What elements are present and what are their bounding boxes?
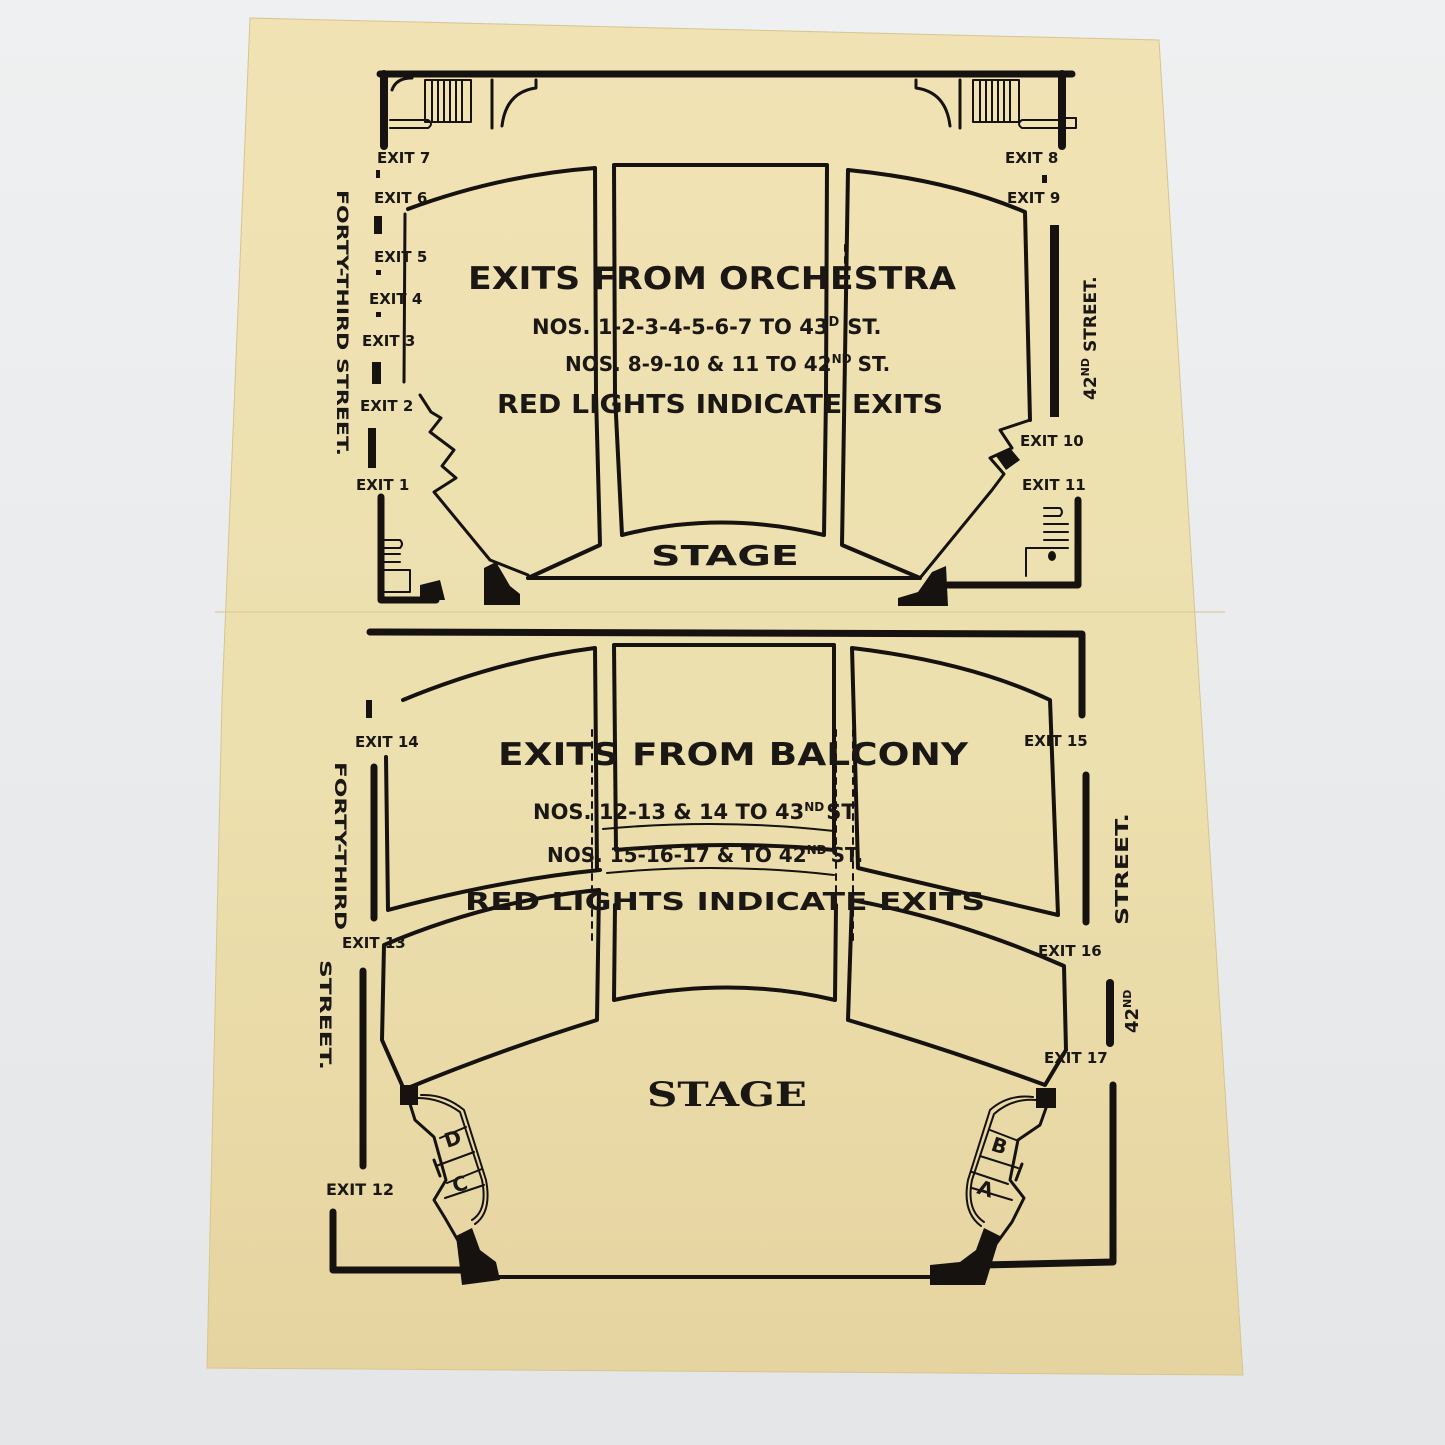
orchestra-plan (368, 70, 1082, 606)
orchestra-red-lights-note: RED LIGHTS INDICATE EXITS (497, 390, 943, 420)
exit-10-label: EXIT 10 (1020, 432, 1084, 450)
forty-second-label-right: 42ND (1121, 990, 1143, 1033)
exit-11-label: EXIT 11 (1022, 476, 1086, 494)
exit-16-label: EXIT 16 (1038, 942, 1102, 960)
exit-15-label: EXIT 15 (1024, 732, 1088, 750)
balcony-red-lights-note: RED LIGHTS INDICATE EXITS (465, 887, 985, 916)
stage-stair-left (383, 539, 411, 593)
exit-3-label: EXIT 3 (362, 332, 415, 350)
exit-14-label: EXIT 14 (355, 733, 419, 751)
exit-9-label: EXIT 9 (1007, 189, 1060, 207)
exit-13-label: EXIT 13 (342, 934, 406, 952)
exit-2-label: EXIT 2 (360, 397, 413, 415)
box-c-label: C (449, 1170, 470, 1197)
balcony-title: EXITS FROM BALCONY (498, 737, 969, 773)
exit-6-label: EXIT 6 (374, 189, 427, 207)
exit-17-label: EXIT 17 (1044, 1049, 1108, 1067)
exit-4-label: EXIT 4 (369, 290, 422, 308)
forty-third-street-label-bottom: STREET. (316, 960, 335, 1070)
orchestra-title: EXITS FROM ORCHESTRA (468, 261, 956, 297)
box-b-label: B (988, 1132, 1010, 1160)
exit-12-label: EXIT 12 (326, 1180, 394, 1199)
box-group-left: D C (400, 1085, 500, 1285)
forty-third-street-label-top: FORTY-THIRD (331, 762, 350, 930)
balcony-line1: NOS. 12-13 & 14 TO 43NDST. (533, 800, 860, 824)
exit-5-label: EXIT 5 (374, 248, 427, 266)
box-group-right: B A (930, 1088, 1056, 1285)
box-d-label: D (441, 1125, 464, 1153)
exit-8-label: EXIT 8 (1005, 149, 1058, 167)
balcony-text: EXITS FROM BALCONY NOS. 12-13 & 14 TO 43… (316, 732, 1143, 1199)
lobby-stair-left (389, 79, 472, 129)
exit-1-label: EXIT 1 (356, 476, 409, 494)
balcony-stage-label: STAGE (647, 1075, 807, 1115)
paper-card (206, 17, 1244, 1376)
forty-third-street-label: FORTY-THIRD STREET. (333, 190, 352, 456)
street-label-right: STREET. (1112, 813, 1133, 925)
orchestra-stage-label: STAGE (651, 539, 799, 572)
forty-second-street-label: 42NDSTREET. (1079, 276, 1101, 400)
exit-7-label: EXIT 7 (377, 149, 430, 167)
lobby-stair-right (972, 79, 1077, 129)
balcony-plan: D C B A (329, 628, 1117, 1285)
stage-stair-right (1025, 507, 1069, 577)
orchestra-text: EXITS FROM ORCHESTRA NOS. 1-2-3-4-5-6-7 … (333, 149, 1101, 572)
